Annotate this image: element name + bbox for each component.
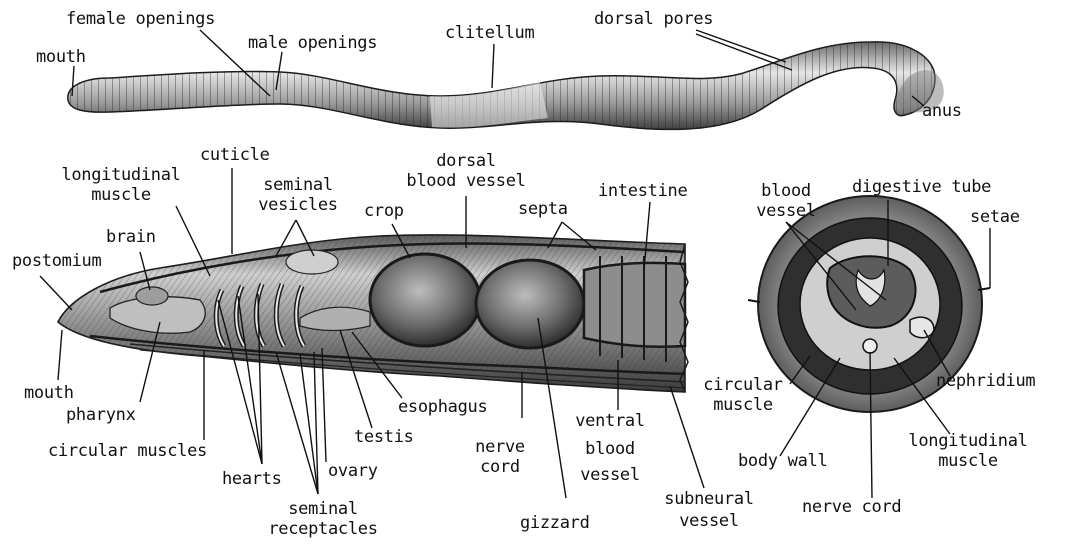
label-seminal-vesicles-line2: vesicles [248,196,348,215]
label-crop: crop [364,202,404,221]
label-subneural-vessel-line1: subneural [654,490,764,509]
label-gizzard: gizzard [520,514,590,533]
label-longitudinal-muscle-line2: muscle [56,186,186,205]
label-nerve-cord-cross: nerve cord [802,498,901,517]
label-subneural-vessel-line2: vessel [654,512,764,531]
label-female-openings: female openings [66,10,215,29]
whole-worm [68,42,944,130]
label-brain: brain [106,228,156,247]
label-longitudinal-muscle-line1: longitudinal [56,166,186,185]
label-seminal-receptacles-line2: receptacles [258,520,388,539]
label-circular-muscle-line2: muscle [698,396,788,415]
gizzard-shape [476,260,584,348]
label-anus: anus [922,102,962,121]
nephridium-shape [910,317,934,338]
label-setae: setae [970,208,1020,227]
label-nerve-cord-line1: nerve [470,438,530,457]
label-cuticle: cuticle [200,146,270,165]
label-longitudinal-muscle-cross-line1: longitudinal [900,432,1036,451]
label-dorsal-pores: dorsal pores [594,10,713,29]
ventral-nerve-dot [863,339,877,353]
label-mouth-section: mouth [24,384,74,403]
longitudinal-section [58,235,688,392]
label-ventral-blood-vessel-line2: blood [570,440,650,459]
label-blood-vessel-line1: blood [746,182,826,201]
label-postomium: postomium [12,252,101,271]
label-longitudinal-muscle-cross-line2: muscle [900,452,1036,471]
label-mouth-top: mouth [36,48,86,67]
label-blood-vessel-line2: vessel [746,202,826,221]
label-esophagus: esophagus [398,398,487,417]
label-body-wall: body wall [738,452,827,471]
label-nephridium: nephridium [936,372,1035,391]
label-nerve-cord-line2: cord [470,458,530,477]
label-ventral-blood-vessel-line1: ventral [570,412,650,431]
crop-shape [370,254,480,346]
label-hearts: hearts [222,470,282,489]
label-clitellum: clitellum [445,24,534,43]
label-testis: testis [354,428,414,447]
label-seminal-receptacles-line1: seminal [258,500,388,519]
label-dorsal-blood-vessel-line1: dorsal [396,152,536,171]
label-ventral-blood-vessel-line3: vessel [570,466,650,485]
seminal-vesicle-shape [286,250,338,274]
label-pharynx: pharynx [66,406,136,425]
label-male-openings: male openings [248,34,377,53]
label-digestive-tube: digestive tube [852,178,991,197]
label-septa: septa [518,200,568,219]
label-dorsal-blood-vessel-line2: blood vessel [396,172,536,191]
brain-shape [136,287,168,305]
label-circular-muscles: circular muscles [48,442,207,461]
label-intestine: intestine [598,182,687,201]
label-circular-muscle-line1: circular [698,376,788,395]
label-ovary: ovary [328,462,378,481]
label-seminal-vesicles-line1: seminal [248,176,348,195]
